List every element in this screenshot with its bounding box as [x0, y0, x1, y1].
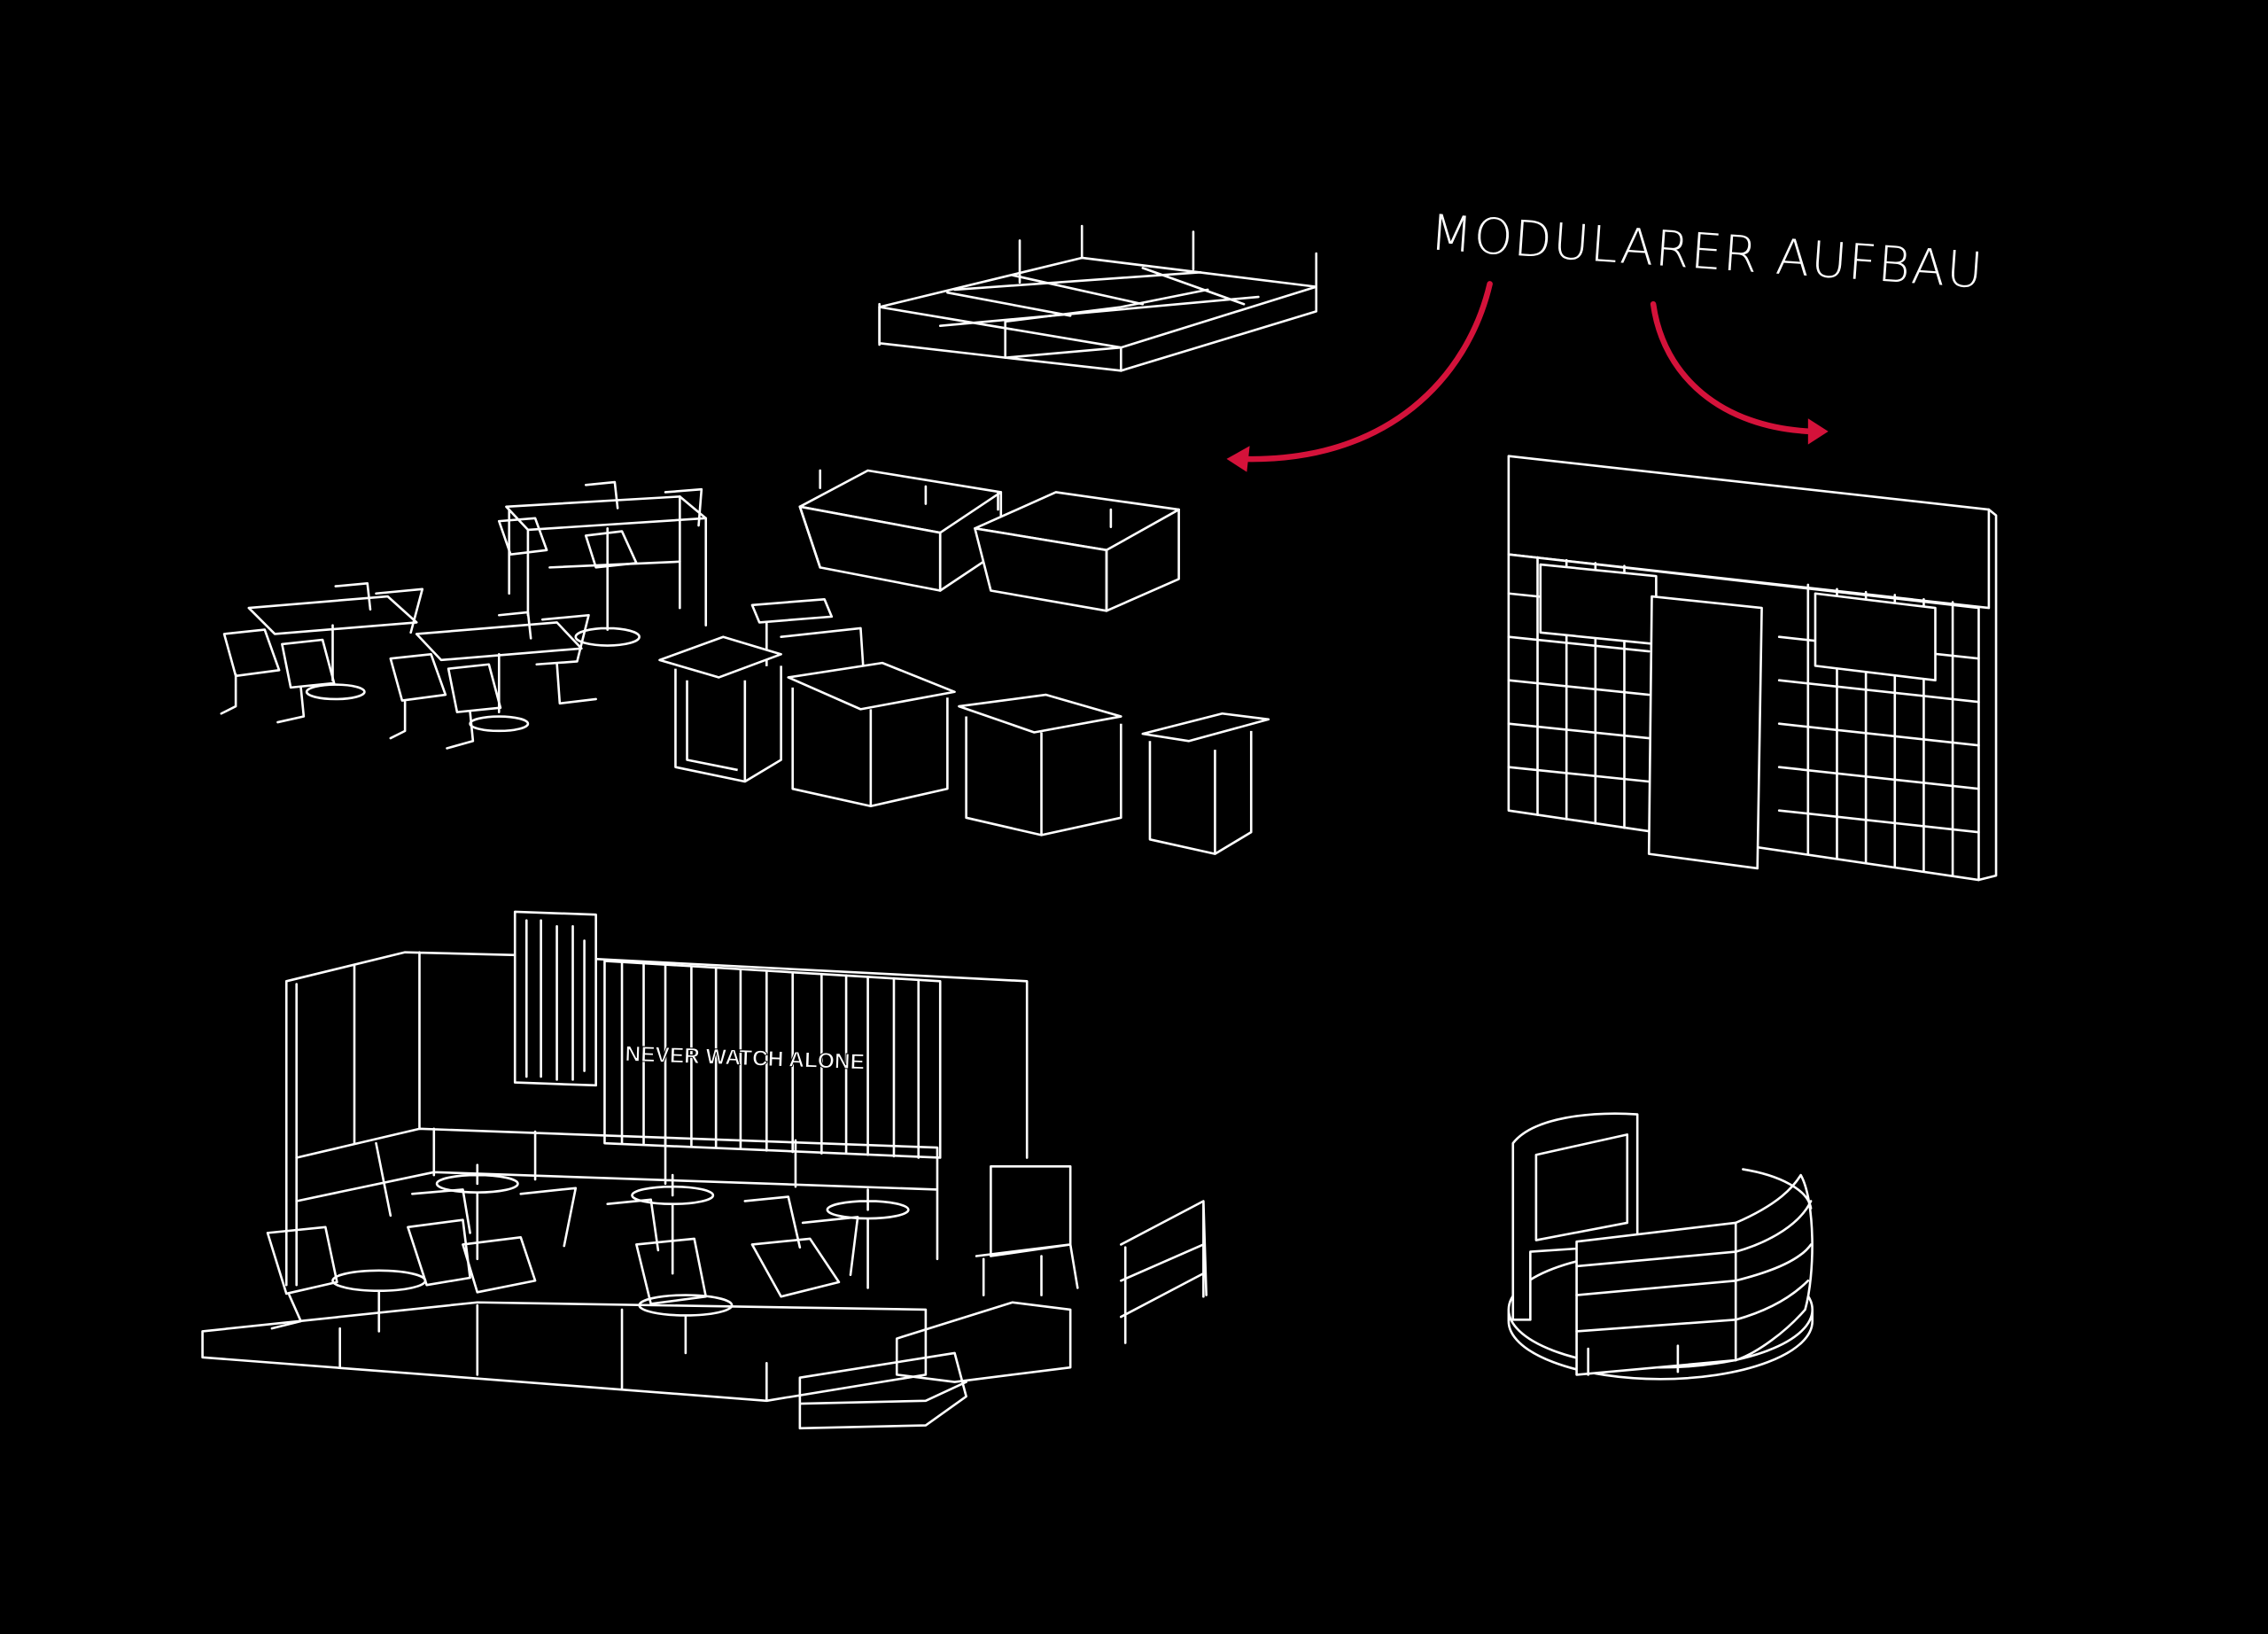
low-table-right — [389, 611, 597, 750]
box-modules — [798, 469, 1180, 612]
arrow-left — [1238, 281, 1493, 463]
arrow-right — [1650, 300, 1814, 435]
lounge-scene: NEVER WATCH ALONE — [201, 910, 1208, 1430]
annotation-modularer-aufbau: MODULARER AUFBAU — [1226, 204, 1986, 472]
round-booth-module — [1507, 1112, 1814, 1381]
ceiling-grid-module — [878, 224, 1318, 372]
arrow-right-head-icon — [1807, 418, 1829, 445]
wall-module — [1507, 455, 1998, 882]
wall-screen-right — [1814, 592, 1937, 682]
arrow-left-head-icon — [1226, 446, 1250, 472]
wall-door — [1647, 595, 1763, 870]
hanging-banner — [513, 910, 597, 1087]
furniture-tables-chairs — [220, 480, 708, 750]
annotation-label: MODULARER AUFBAU — [1428, 204, 1986, 300]
slogan-wall — [603, 960, 942, 1159]
low-table-left — [220, 582, 424, 724]
lounge-chairs-tables — [266, 1163, 910, 1355]
high-table — [497, 480, 708, 647]
counter-modules — [658, 597, 1270, 855]
wall-screen-left — [1539, 563, 1658, 646]
